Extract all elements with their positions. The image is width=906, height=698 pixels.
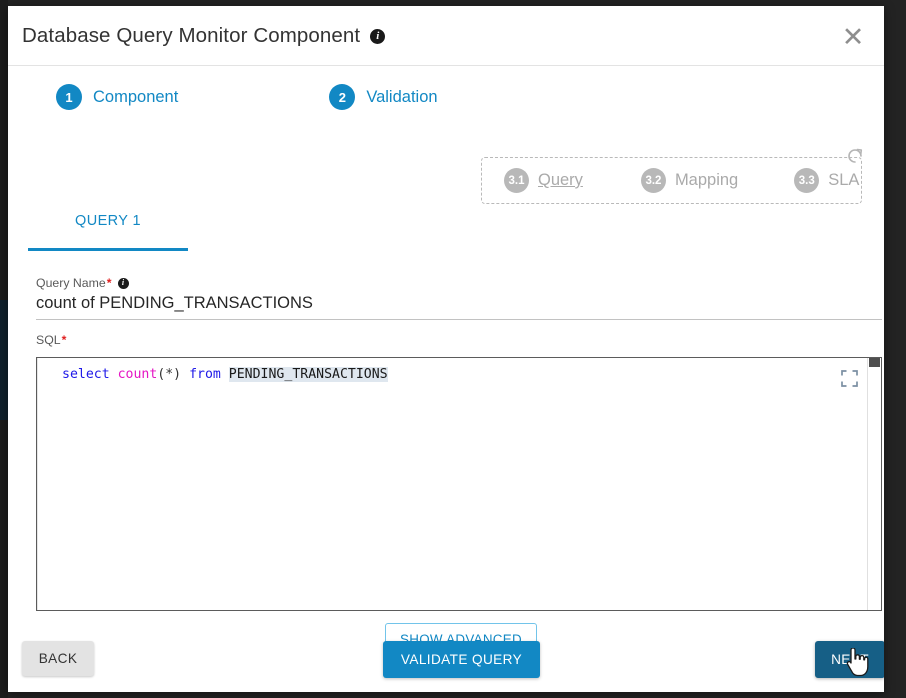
sql-scrollbar[interactable] (867, 358, 881, 610)
substep-query-label: Query (538, 171, 583, 189)
substep-query[interactable]: 3.1 Query (504, 168, 583, 193)
next-button[interactable]: NEXT (815, 641, 884, 678)
query-name-info-icon[interactable]: i (117, 277, 129, 289)
sql-code-line: select count(*) from PENDING_TRANSACTION… (37, 358, 881, 385)
step-component[interactable]: 1 Component (56, 84, 178, 110)
substep-mapping-label: Mapping (674, 171, 739, 189)
sql-scrollbar-thumb[interactable] (869, 358, 880, 367)
query-name-field: Query Name * i (36, 276, 882, 320)
substep-sla-label: SLA (828, 171, 860, 189)
page-title: Database Query Monitor Component (22, 23, 361, 47)
sql-required-marker: * (61, 333, 67, 347)
query-name-input[interactable] (36, 290, 882, 320)
sql-token-from: from (189, 367, 221, 382)
sql-label: SQL * (36, 333, 66, 347)
stepper: 1 Component 2 Validation (8, 66, 884, 128)
substep-group: 3.1 Query 3.2 Mapping 3.3 SLA (481, 148, 863, 204)
query-name-label-text: Query Name (36, 276, 106, 290)
refresh-icon[interactable] (845, 145, 865, 165)
substep-mapping[interactable]: 3.2 Mapping (640, 168, 739, 193)
dialog-header: Database Query Monitor Component i ✕ (8, 6, 884, 66)
query-name-label: Query Name * i (36, 276, 882, 290)
query-name-required-marker: * (106, 276, 112, 290)
dialog-footer: BACK VALIDATE QUERY NEXT (8, 632, 884, 692)
substep-sla-number: 3.3 (794, 168, 820, 193)
substep-mapping-number: 3.2 (640, 168, 666, 193)
step-validation-label: Validation (366, 87, 438, 106)
sql-label-text: SQL (36, 333, 61, 347)
sql-token-count: count (117, 367, 158, 382)
step-component-label: Component (93, 87, 179, 106)
expand-icon[interactable] (841, 370, 858, 387)
substep-sla[interactable]: 3.3 SLA (794, 168, 859, 193)
query-monitor-dialog: Database Query Monitor Component i ✕ 1 C… (8, 6, 884, 692)
step-component-number: 1 (56, 84, 82, 110)
info-icon[interactable]: i (370, 29, 386, 44)
step-validation-number: 2 (329, 84, 356, 110)
back-button[interactable]: BACK (22, 641, 94, 676)
validate-query-button[interactable]: VALIDATE QUERY (383, 641, 540, 678)
query-tabs: QUERY 1 (28, 211, 188, 251)
step-validation[interactable]: 2 Validation (329, 84, 438, 110)
sql-editor[interactable]: select count(*) from PENDING_TRANSACTION… (36, 357, 882, 611)
tab-query-1[interactable]: QUERY 1 (75, 213, 141, 229)
backdrop-left-strip-highlight (0, 300, 8, 420)
dialog-body: 1 Component 2 Validation 3.1 Query 3.2 M… (8, 66, 884, 656)
sql-token-select: select (62, 367, 110, 382)
substep-query-number: 3.1 (504, 168, 529, 193)
sql-gutter-divider (37, 358, 38, 610)
sql-token-star: (*) (157, 367, 182, 382)
sql-token-table: PENDING_TRANSACTIONS (228, 367, 388, 382)
close-icon[interactable]: ✕ (841, 21, 865, 53)
